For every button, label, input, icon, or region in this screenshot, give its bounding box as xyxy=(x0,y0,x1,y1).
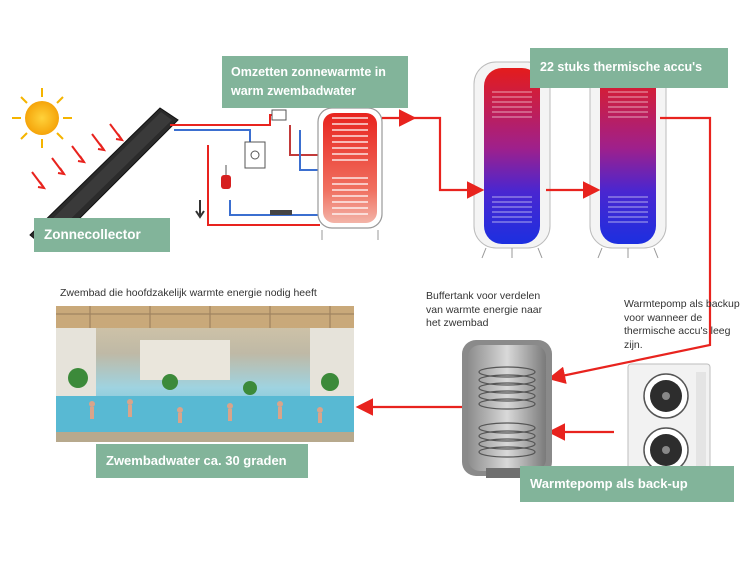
label-thermal-accus: 22 stuks thermische accu's xyxy=(530,48,728,88)
label-solar-conversion: Omzetten zonnewarmte in warm zwembadwate… xyxy=(222,56,408,108)
label-heatpump-backup: Warmtepomp als back-up xyxy=(520,466,734,502)
label-collector: Zonnecollector xyxy=(34,218,170,252)
collector-pipes xyxy=(170,114,320,226)
heat-pump-icon xyxy=(627,363,711,477)
radiation-arrows xyxy=(31,123,125,190)
sun-icon xyxy=(12,88,72,148)
pump-station-icon xyxy=(221,109,292,215)
boiler-tank-icon xyxy=(317,107,383,240)
pool-caption: Zwembad die hoofdzakelijk warmte energie… xyxy=(60,287,317,299)
thermal-accu-icon xyxy=(589,61,667,259)
label-pool-water: Zwembadwater ca. 30 graden xyxy=(96,444,308,478)
thermal-accu-icon xyxy=(473,61,551,259)
heat-flow-arrows xyxy=(355,109,712,441)
heatpump-note: Warmtepomp als backup voor wanneer de th… xyxy=(624,298,740,351)
swimming-pool-photo xyxy=(56,306,354,442)
buffer-tank-icon xyxy=(462,340,552,478)
buffertank-note: Buffertank voor verdelen van warmte ener… xyxy=(426,290,543,329)
